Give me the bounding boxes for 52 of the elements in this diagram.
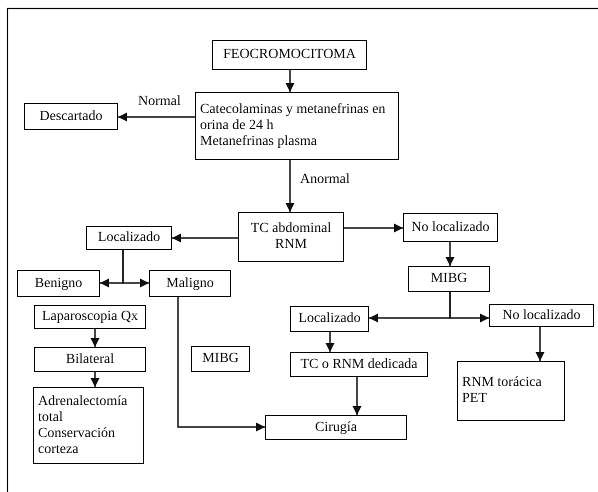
box-text: Localizado [96,230,162,246]
arrow [118,112,195,122]
process-box [149,270,231,297]
box-text: Metanefrinas plasma [200,134,318,150]
arrow [536,327,544,361]
process-box [33,387,144,464]
box-text: No localizado [410,220,491,236]
box-text: Localizado [297,311,362,327]
arrow [449,292,489,322]
arrow [90,329,100,347]
process-box [191,346,250,372]
box-text: Conservación corteza [38,426,116,458]
arrow [177,297,265,432]
box-text: FEOCROMOCITOMA [222,47,357,63]
box-text: Cirugía [314,420,358,436]
arrow [326,332,334,352]
process-box [195,92,399,160]
box-text: MIBG [201,351,240,367]
process-box [265,415,407,440]
arrow [172,234,238,242]
box-text: No localizado [501,308,582,324]
box-text: Laparoscopia Qx [40,309,140,325]
box-text: TC o RNM dedicada [299,356,419,372]
process-box [34,347,146,372]
box-text: MIBG [430,271,468,287]
process-box [290,306,369,332]
arrow [286,70,294,92]
process-box [86,226,172,250]
process-box [403,213,498,242]
process-box [489,304,594,327]
arrow [352,377,362,415]
box-text: Maligno [165,276,215,292]
box-text: Descartado [38,108,104,124]
box-text: Bilateral [64,352,116,368]
process-box [24,103,118,130]
process-box [212,40,367,70]
box-text: Adrenalectomía total [38,394,128,426]
arrow [446,242,454,266]
box-text: RNM torácica PET [462,375,543,407]
process-box [408,266,490,292]
arrow [122,250,149,288]
process-box [34,305,146,329]
arrow [286,160,294,212]
box-text: Catecolaminas y metanefrinas en orina de 24 h [200,102,386,134]
process-box [457,361,565,421]
process-box [290,352,428,377]
arrow [344,224,403,232]
box-text: Benigno [34,276,84,292]
arrow [90,372,100,387]
box-text: TC abdominal RNM [250,221,332,253]
process-box [17,270,100,297]
process-box [238,212,344,262]
